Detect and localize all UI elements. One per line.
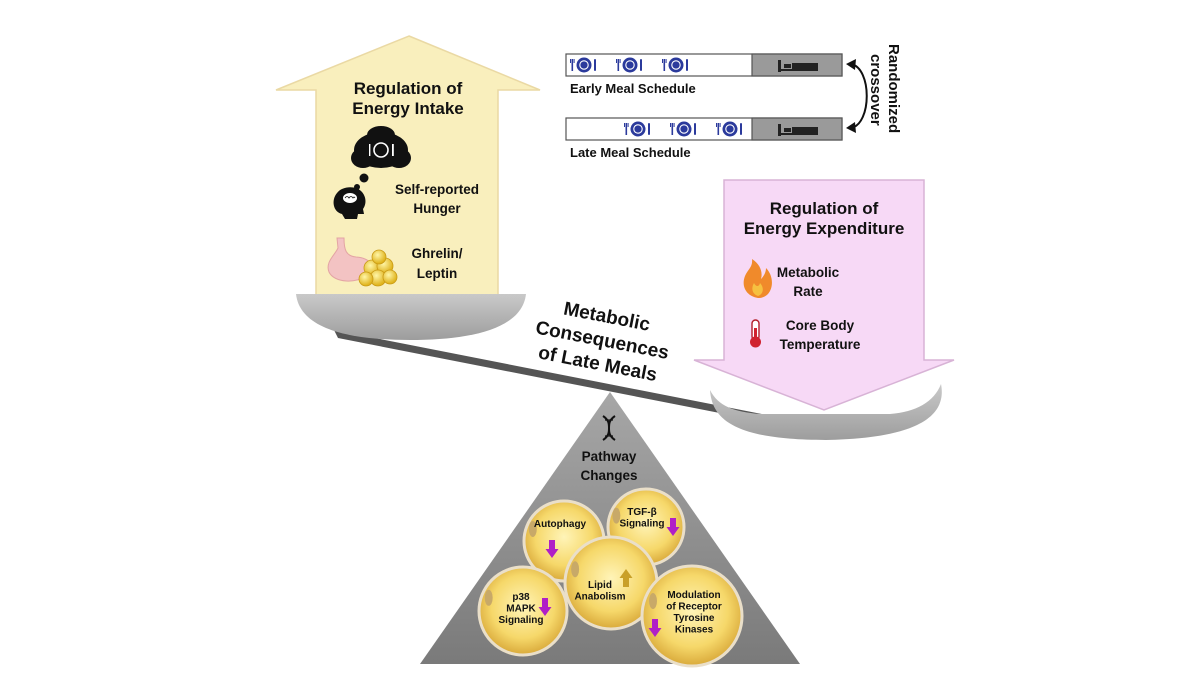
pathway-cell-label: Lipid — [588, 580, 612, 591]
crossover-label-line2: crossover — [867, 54, 884, 126]
energy-intake-arrow — [275, 35, 541, 301]
cell-nucleus — [571, 561, 580, 578]
pathway-title-line1: Pathway — [582, 449, 637, 464]
fat-cells-icon — [358, 249, 398, 287]
thermometer-icon — [750, 319, 761, 348]
balance-beam — [334, 330, 796, 428]
pathway-cell-label: Anabolism — [574, 592, 625, 603]
cell-nucleus — [484, 589, 493, 606]
adipocyte-cell — [640, 564, 744, 668]
pathway-cell-label: TGF-β — [627, 507, 656, 518]
cell-nucleus — [528, 521, 537, 537]
right-scale-pan — [710, 384, 942, 440]
flame-icon — [743, 259, 772, 298]
intake-title-line1: Regulation of — [354, 79, 463, 98]
pathway-cell-label: Autophagy — [534, 519, 587, 530]
pathway-cells: AutophagyTGF-βSignalingLipidAnabolismp38… — [477, 487, 744, 668]
metabolic-rate-line1: Metabolic — [777, 265, 840, 280]
cell-nucleus — [612, 507, 621, 524]
expenditure-title-line1: Regulation of — [770, 199, 879, 218]
expenditure-title-line2: Energy Expenditure — [744, 219, 905, 238]
early-meal-schedule-bar — [565, 53, 843, 77]
pathway-cell-label: of Receptor — [666, 602, 722, 613]
core-temp-line1: Core Body — [786, 318, 855, 333]
pathway-title-line2: Changes — [580, 468, 637, 483]
late-meal-schedule-bar — [565, 117, 843, 141]
hormone-label-line2: Leptin — [417, 266, 458, 281]
crossover-arrow-icon — [846, 59, 868, 133]
energy-expenditure-arrow — [693, 179, 955, 411]
pathway-cell-label: Signaling — [620, 519, 665, 530]
late-schedule-label: Late Meal Schedule — [570, 145, 691, 160]
intake-title-line2: Energy Intake — [352, 99, 464, 118]
dna-icon — [602, 415, 616, 441]
adipocyte-cell — [477, 565, 569, 657]
bed-icon — [778, 60, 818, 72]
crossover-label-line1: Randomized — [885, 44, 902, 133]
pathway-cell-label: Kinases — [675, 625, 714, 636]
thought-bubble-icon — [351, 126, 411, 190]
left-scale-pan — [296, 294, 526, 340]
cell-nucleus — [649, 593, 657, 609]
metabolic-rate-line2: Rate — [793, 284, 823, 299]
hunger-label-line1: Self-reported — [395, 182, 479, 197]
core-temp-line2: Temperature — [780, 337, 861, 352]
pathway-cell-label: Modulation — [667, 590, 720, 601]
pathway-cell-label: Signaling — [499, 615, 544, 626]
early-schedule-label: Early Meal Schedule — [570, 81, 696, 96]
hunger-label-line2: Hunger — [413, 201, 461, 216]
pathway-cell-label: MAPK — [506, 604, 536, 615]
head-brain-icon — [333, 187, 366, 219]
hormone-label-line1: Ghrelin/ — [411, 246, 462, 261]
pathway-cell-label: Tyrosine — [674, 613, 715, 624]
bed-icon — [778, 124, 818, 136]
pathway-cell-label: p38 — [512, 592, 530, 603]
